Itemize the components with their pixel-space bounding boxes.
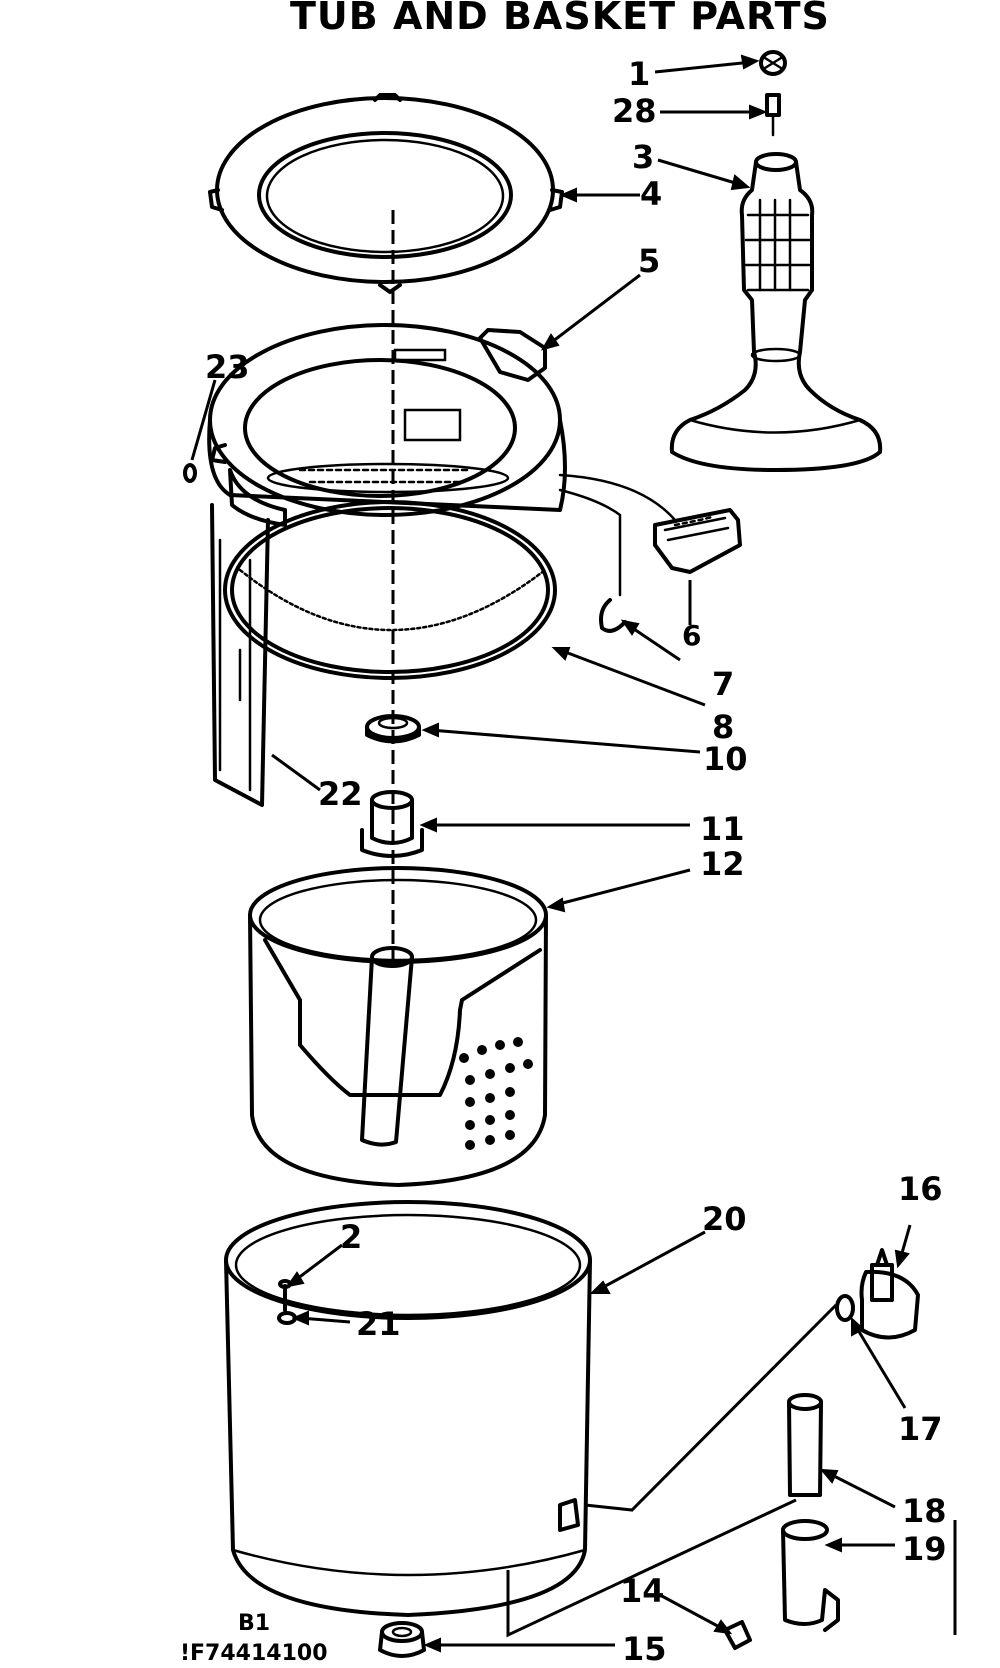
part-6-dispenser	[653, 508, 742, 574]
part-15-drain-seal	[378, 1621, 426, 1658]
part-19-drain-connector	[781, 1519, 840, 1632]
part-12-spin-basket	[248, 866, 548, 1187]
callout-4: 4	[640, 175, 662, 213]
part-14-clamp	[723, 1620, 752, 1650]
callout-2: 2	[340, 1218, 362, 1256]
part-7-hose-clip	[558, 473, 677, 633]
callout-1: 1	[628, 55, 650, 93]
part-22-splash-shield	[210, 503, 270, 807]
part-20-outer-tub	[224, 1200, 592, 1617]
part-11-hub	[360, 790, 424, 858]
part-5-tub-cover	[207, 323, 567, 527]
part-1-agitator-cap	[759, 50, 787, 76]
part-4-tub-ring	[208, 93, 564, 294]
diagram-title: TUB AND BASKET PARTS	[0, 0, 1000, 40]
callout-20: 20	[702, 1200, 747, 1238]
callout-7: 7	[712, 665, 734, 703]
part-16-pump	[859, 1248, 920, 1340]
callout-21: 21	[356, 1305, 401, 1343]
callout-8: 8	[712, 708, 734, 746]
diagram-title-text: TUB AND BASKET PARTS	[290, 0, 830, 38]
callout-12: 12	[700, 845, 745, 883]
part-3-agitator	[669, 152, 883, 472]
callout-28: 28	[612, 92, 657, 130]
callout-22: 22	[318, 775, 363, 813]
leader-lines	[190, 54, 912, 1653]
part-8-seal-ring	[223, 500, 557, 680]
part-23-clip	[183, 463, 197, 483]
callout-16: 16	[898, 1170, 943, 1208]
callout-10: 10	[703, 740, 748, 778]
drawing-number: !F74414100	[180, 1641, 328, 1666]
part-10-nut	[365, 714, 421, 744]
hose-line-upper	[584, 1303, 838, 1512]
basket-holes	[459, 1037, 533, 1150]
callout-6: 6	[682, 619, 701, 652]
section-code: B1	[238, 1611, 270, 1636]
callout-3: 3	[632, 138, 654, 176]
callout-19: 19	[902, 1530, 947, 1568]
hose-line-lower	[506, 1498, 797, 1638]
callout-18: 18	[902, 1492, 947, 1530]
callout-11: 11	[700, 810, 745, 848]
callout-5: 5	[638, 242, 660, 280]
part-18-drain-hose	[787, 1393, 823, 1497]
part-28-bolt	[765, 93, 781, 137]
callout-labels: 1 28 3 4 5 23 6 7 8 10 22 11 12 20 16 2 …	[180, 55, 947, 1668]
callout-15: 15	[622, 1630, 667, 1668]
callout-17: 17	[898, 1410, 943, 1448]
callout-23: 23	[205, 348, 250, 386]
part-17-clamp	[835, 1294, 855, 1322]
callout-14: 14	[620, 1572, 665, 1610]
